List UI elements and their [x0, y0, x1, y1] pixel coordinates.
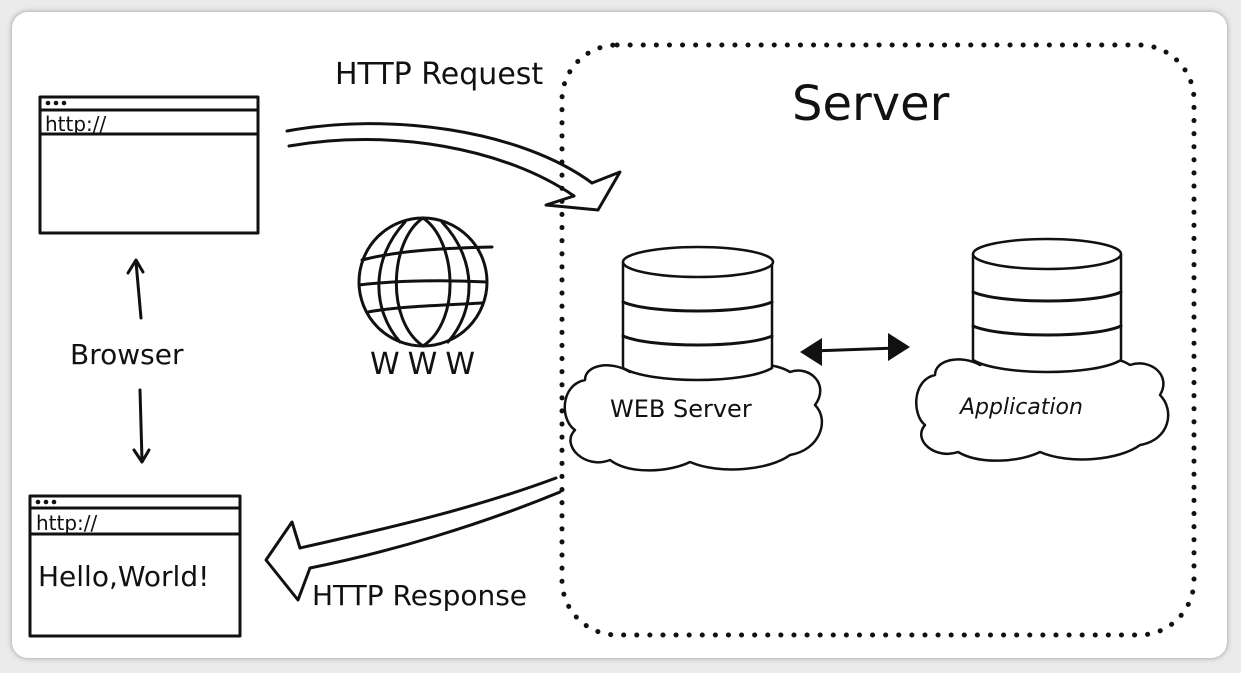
application-node: Application — [915, 237, 1170, 462]
browser-label: Browser — [70, 338, 184, 371]
browser-window-top: http:// — [38, 95, 260, 235]
browser-arrow-up — [126, 258, 145, 320]
url-text-bottom: http:// — [36, 511, 98, 535]
http-response-label: HTTP Response — [312, 579, 527, 612]
browser-arrow-down — [132, 388, 151, 464]
server-boundary — [559, 42, 1197, 638]
url-text-top: http:// — [45, 112, 107, 136]
application-label: Application — [958, 395, 1083, 420]
web-server-node: WEB Server — [563, 245, 824, 472]
database-icon-app — [971, 237, 1123, 374]
web-server-label: WEB Server — [610, 395, 752, 423]
diagram-frame: http:// http:// Hello,World! Browser HTT… — [12, 12, 1227, 658]
http-request-arrow — [285, 122, 622, 212]
http-request-label: HTTP Request — [335, 57, 543, 92]
hello-world-text: Hello,World! — [38, 560, 209, 593]
diagram-canvas: http:// http:// Hello,World! Browser HTT… — [28, 42, 1197, 638]
www-label: WWW — [370, 347, 483, 382]
double-arrow-icon — [800, 333, 910, 366]
http-response-arrow — [264, 476, 562, 602]
database-icon-web — [621, 245, 775, 382]
server-title: Server — [792, 76, 950, 132]
browser-window-bottom: http:// Hello,World! — [28, 494, 242, 638]
globe-icon — [357, 216, 494, 348]
